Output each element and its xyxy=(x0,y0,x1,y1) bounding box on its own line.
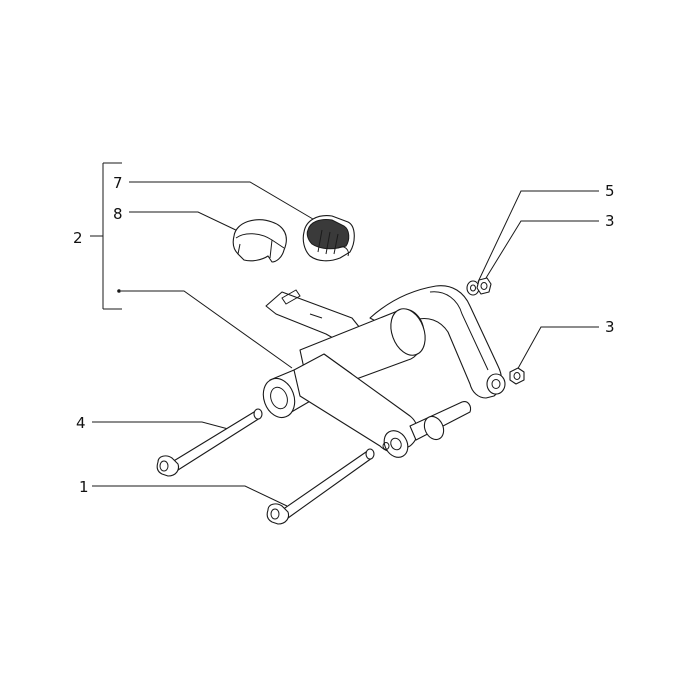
callout-5: 5 xyxy=(605,182,615,200)
leader-3-lower xyxy=(515,326,599,373)
callout-2: 2 xyxy=(73,229,83,247)
leader-7 xyxy=(129,181,319,223)
nut-upper-part xyxy=(476,277,492,295)
callout-8: 8 xyxy=(113,205,123,223)
leader-4 xyxy=(92,421,233,431)
callout-4: 4 xyxy=(76,414,86,432)
group-2-bracket xyxy=(90,162,122,310)
callout-7: 7 xyxy=(113,174,123,192)
washer-part xyxy=(466,280,480,296)
swing-arm-part xyxy=(262,285,506,458)
leader-1 xyxy=(92,485,288,507)
leader-3-upper xyxy=(485,220,599,279)
nut-lower-part xyxy=(509,367,525,385)
leader-lines xyxy=(92,181,599,507)
bushing-half-part xyxy=(232,219,287,263)
leader-5 xyxy=(477,190,599,283)
bolt-short-part xyxy=(156,408,263,477)
bolt-long-part xyxy=(266,448,375,525)
callout-3-upper: 3 xyxy=(605,212,615,230)
callout-3-lower: 3 xyxy=(605,318,615,336)
leader-8 xyxy=(129,211,241,233)
leader-2-bushing xyxy=(121,290,293,369)
callout-1: 1 xyxy=(79,478,89,496)
roller-bearing-part xyxy=(302,215,355,262)
